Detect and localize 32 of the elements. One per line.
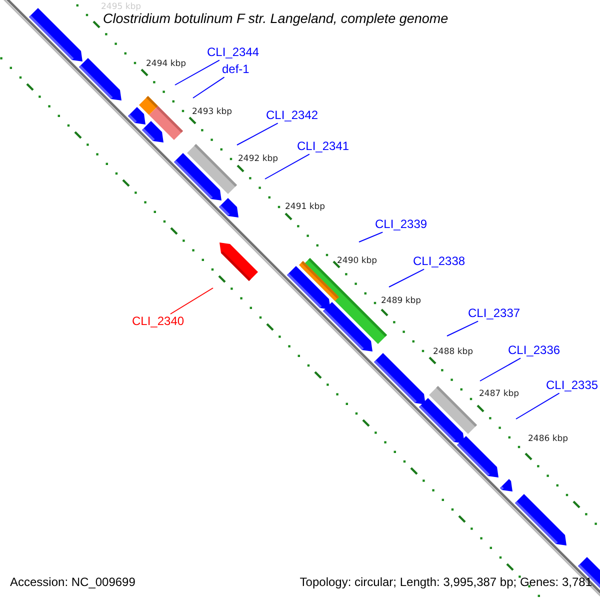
gene-label: CLI_2339 xyxy=(375,218,428,232)
leader-line xyxy=(170,288,214,314)
gene-label: CLI_2344 xyxy=(207,46,260,60)
position-label: 2490 kbp xyxy=(337,257,378,266)
leader-line xyxy=(446,320,479,336)
genome-summary-text: Topology: circular; Length: 3,995,387 bp; Genes: 3,781 xyxy=(300,576,592,590)
leader-line xyxy=(480,358,522,382)
gene-label: CLI_2341 xyxy=(297,140,350,154)
gene-label: CLI_2337 xyxy=(468,307,520,320)
leader-line xyxy=(192,76,225,98)
position-label: 2489 kbp xyxy=(381,297,422,306)
gene-label: CLI_2340 xyxy=(132,315,184,328)
leader-line xyxy=(516,392,560,420)
leader-line xyxy=(264,154,310,180)
position-label: 2488 kbp xyxy=(433,348,474,358)
position-label: 2494 kbp xyxy=(146,60,186,70)
leader-line xyxy=(358,232,384,242)
position-label: 2492 kbp xyxy=(238,155,278,164)
gene-label: CLI_2342 xyxy=(266,109,318,122)
leader-line xyxy=(388,268,425,288)
title: Clostridium botulinum F str. Langeland, complete genome xyxy=(103,11,448,26)
position-label: 2486 kbp xyxy=(528,435,568,444)
leader-line xyxy=(174,60,220,86)
gene-label: CLI_2338 xyxy=(413,255,466,268)
position-label: 2493 kbp xyxy=(192,108,232,118)
accession-text: Accession: NC_009699 xyxy=(10,576,136,590)
gene-label: def-1 xyxy=(222,63,250,76)
gene-label: CLI_2336 xyxy=(508,344,560,358)
position-label: 2491 kbp xyxy=(285,203,326,212)
gene-label: CLI_2335 xyxy=(546,379,598,392)
position-label: 2487 kbp xyxy=(479,390,520,400)
leader-line xyxy=(236,122,278,146)
